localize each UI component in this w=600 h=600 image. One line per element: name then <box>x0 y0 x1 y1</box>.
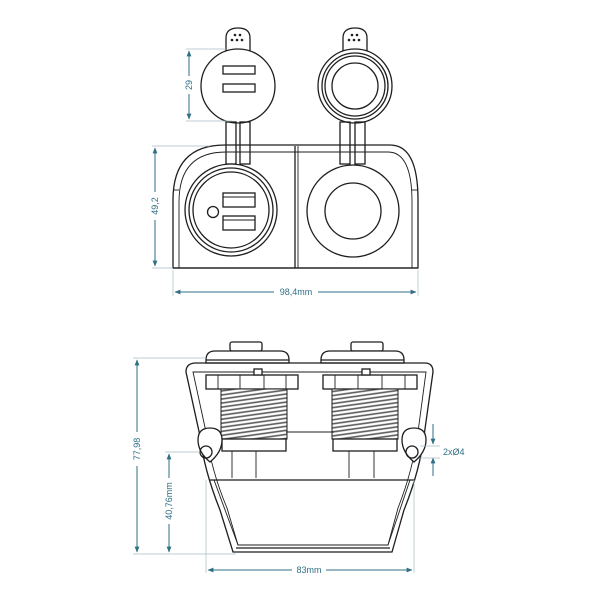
total-height-label: 77,98 <box>132 438 142 461</box>
lower-height-label: 40,76mm <box>164 482 174 520</box>
cap-diameter-label: 29 <box>184 80 194 90</box>
usb-cap <box>200 27 276 165</box>
cigarette-socket <box>306 164 400 258</box>
housing-height-label: 49,2 <box>150 197 160 215</box>
dimension-width: 83mm <box>205 480 415 576</box>
housing <box>172 144 419 269</box>
socket-cap <box>317 27 393 165</box>
dimension-total-height: 77,98 <box>131 357 236 555</box>
right-cap <box>320 341 405 364</box>
dimension-hole: 2xØ4 <box>420 424 465 476</box>
dimension-lower-height: 40,76mm <box>163 451 200 553</box>
width-label: 83mm <box>296 565 321 575</box>
hole-label: 2xØ4 <box>443 447 465 457</box>
right-mount-hole <box>401 427 427 463</box>
usb-socket <box>184 163 278 257</box>
dimension-housing-width: 98,4mm <box>172 270 419 298</box>
dimension-housing-height: 49,2 <box>149 145 210 269</box>
right-thread <box>322 368 418 478</box>
left-thread <box>205 368 299 478</box>
left-mount-hole <box>197 427 223 463</box>
left-cap <box>205 341 290 364</box>
top-view: 29 49,2 98,4mm <box>149 27 419 298</box>
side-view: 77,98 40,76mm 83mm 2xØ4 <box>131 341 465 576</box>
housing-width-label: 98,4mm <box>280 287 313 297</box>
dimension-cap-diameter: 29 <box>183 48 232 122</box>
